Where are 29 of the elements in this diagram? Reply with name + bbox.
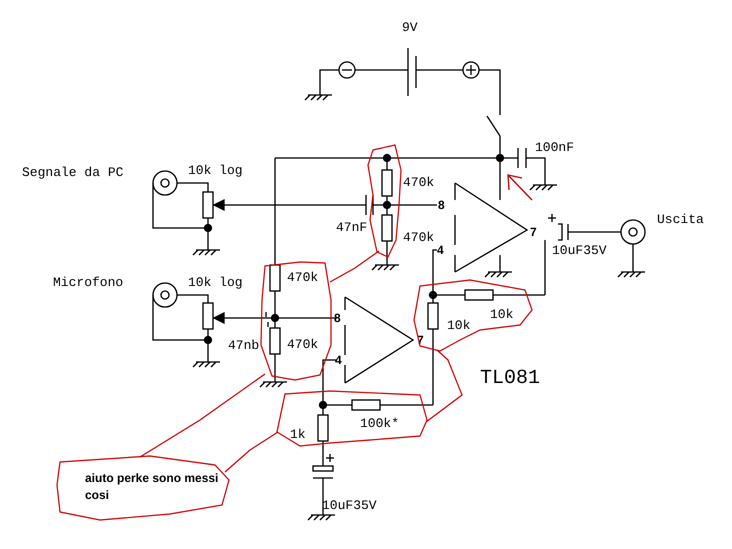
component-label: Microfono [53, 275, 124, 290]
pin-number: 4 [437, 243, 444, 258]
pin-number: 7 [530, 225, 537, 240]
component-label: 10k log [188, 163, 243, 178]
component-label: 10k [490, 307, 514, 322]
component-label: 1k [290, 427, 306, 442]
part-number: TL081 [480, 368, 540, 390]
component-label: 470k [287, 337, 318, 352]
component-label: 10k log [188, 275, 243, 290]
component-label: 9V [402, 20, 418, 35]
component-label: 470k [403, 230, 434, 245]
leader-line [330, 250, 380, 283]
component-label: 10uF35V [552, 243, 607, 258]
component-label: 100k* [360, 416, 400, 431]
component-label: 47nF [336, 220, 368, 235]
leader-line [140, 374, 266, 458]
component-label: 470k [403, 175, 434, 190]
leader-line [426, 350, 463, 422]
component-label: Uscita [657, 212, 704, 227]
component-label: 10k [447, 318, 470, 333]
leader-line [224, 432, 278, 472]
component-label: 10uF35V [322, 498, 377, 513]
pin-number: 4 [335, 353, 342, 368]
pin-number: 8 [438, 198, 445, 213]
component-label: Segnale da PC [22, 165, 124, 180]
component-label: 47nb [228, 338, 260, 353]
component-label: 470k [287, 270, 318, 285]
handwritten-note: aiuto perke sono messi cosi [85, 470, 220, 504]
component-label: 100nF [535, 140, 574, 155]
